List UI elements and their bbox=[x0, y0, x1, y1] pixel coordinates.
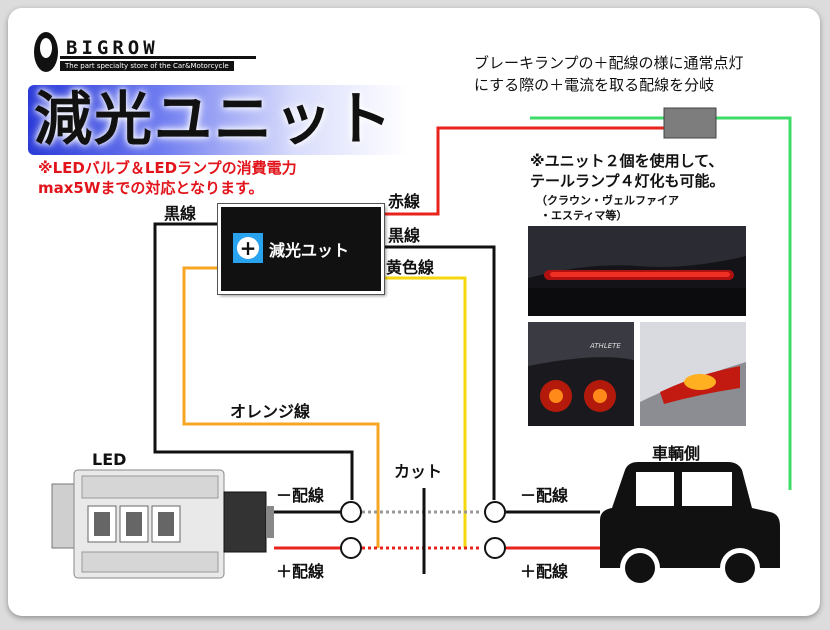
right-plus-label: ＋配線 bbox=[520, 562, 569, 581]
dimmer-unit: + 減光ユット bbox=[217, 203, 385, 295]
led-bulb bbox=[51, 469, 274, 579]
double-note-1: ※ユニット２個を使用して、 bbox=[530, 152, 724, 170]
black-wire-right-label: 黒線 bbox=[388, 226, 421, 245]
splice-connector bbox=[663, 107, 717, 139]
right-minus-label: －配線 bbox=[520, 486, 569, 505]
photo-tail-round: ATHLETE bbox=[528, 322, 634, 426]
double-note-4: ・エスティマ等） bbox=[540, 209, 628, 222]
red-wire bbox=[378, 126, 665, 216]
photo-tail-bar bbox=[528, 226, 746, 316]
bigrow-logo-icon bbox=[34, 32, 256, 72]
plus-icon: + bbox=[237, 237, 259, 259]
branch-note-1: ブレーキランプの＋配線の様に通常点灯 bbox=[474, 54, 744, 72]
black-wire-right bbox=[378, 245, 496, 500]
terminal-left-plus bbox=[340, 537, 362, 559]
orange-wire-label: オレンジ線 bbox=[230, 402, 311, 421]
green-wire bbox=[530, 116, 792, 490]
black-wire-left bbox=[153, 222, 354, 500]
car-icon bbox=[600, 462, 780, 588]
logo-tagline: The part specialty store of the Car&Moto… bbox=[60, 61, 234, 71]
unit-label: 減光ユット bbox=[269, 241, 350, 260]
left-plus-label: ＋配線 bbox=[276, 562, 325, 581]
black-wire-left-label: 黒線 bbox=[164, 204, 197, 223]
double-note-2: テールランプ４灯化も可能。 bbox=[530, 172, 725, 190]
led-limit-note-1: ※LEDバルブ＆LEDランプの消費電力 bbox=[38, 159, 297, 177]
terminal-left-minus bbox=[340, 501, 362, 523]
terminal-right-minus bbox=[484, 501, 506, 523]
led-label: LED bbox=[92, 450, 127, 469]
page-title: 減光ユニット bbox=[34, 85, 395, 153]
yellow-wire bbox=[378, 276, 467, 548]
double-note-3: （クラウン・ヴェルファイア bbox=[536, 194, 679, 207]
photo-badge: ATHLETE bbox=[589, 342, 621, 350]
vehicle-label: 車輌側 bbox=[652, 444, 701, 463]
yellow-wire-label: 黄色線 bbox=[386, 258, 435, 277]
cut-label: カット bbox=[394, 462, 443, 481]
led-limit-note-2: max5Wまでの対応となります。 bbox=[38, 179, 264, 197]
plus-icon-box: + bbox=[233, 233, 263, 263]
title-glow bbox=[28, 85, 408, 155]
photo-tail-corner bbox=[640, 322, 746, 426]
red-wire-label: 赤線 bbox=[388, 192, 421, 211]
orange-wire bbox=[182, 266, 380, 548]
logo-word: BIGROW bbox=[66, 37, 159, 59]
left-minus-label: －配線 bbox=[276, 486, 325, 505]
terminal-right-plus bbox=[484, 537, 506, 559]
branch-note-2: にする際の＋電流を取る配線を分岐 bbox=[474, 76, 715, 94]
